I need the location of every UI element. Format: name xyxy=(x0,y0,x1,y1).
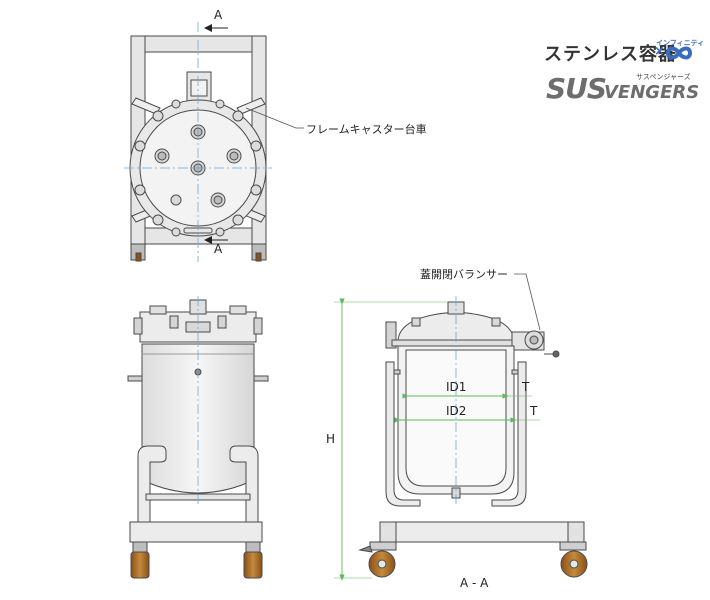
brand-sus: SUS xyxy=(546,72,607,105)
top-view-centerlines xyxy=(124,22,272,262)
section-view-label: A - A xyxy=(460,576,489,590)
section-arrows xyxy=(204,24,228,244)
dimension-lines xyxy=(334,298,540,581)
leader-lid-balancer xyxy=(514,273,541,331)
top-view xyxy=(129,35,267,262)
section-view xyxy=(358,301,588,578)
brand-vengers: VENGERS xyxy=(604,82,700,103)
t2-label: T xyxy=(530,404,538,418)
h-label: H xyxy=(326,432,336,446)
frame-caster-label: フレームキャスター台車 xyxy=(306,123,427,136)
brand-vengers-kana: サスペンジャーズ xyxy=(636,73,691,81)
brand-times: × xyxy=(654,44,665,59)
infinity-logo-icon xyxy=(665,46,693,60)
brand-title: ステンレス容器 xyxy=(544,44,677,65)
t1-label: T xyxy=(522,380,530,394)
leader-frame-caster xyxy=(245,107,304,129)
lid-balancer-label: 蓋開閉バランサー xyxy=(420,268,508,281)
section-mark-bottom: A xyxy=(214,242,223,256)
id2-label: ID2 xyxy=(446,404,467,418)
brand-infinity-label: インフィニティ xyxy=(656,39,705,47)
section-mark-top: A xyxy=(214,8,223,22)
id1-label: ID1 xyxy=(446,380,467,394)
